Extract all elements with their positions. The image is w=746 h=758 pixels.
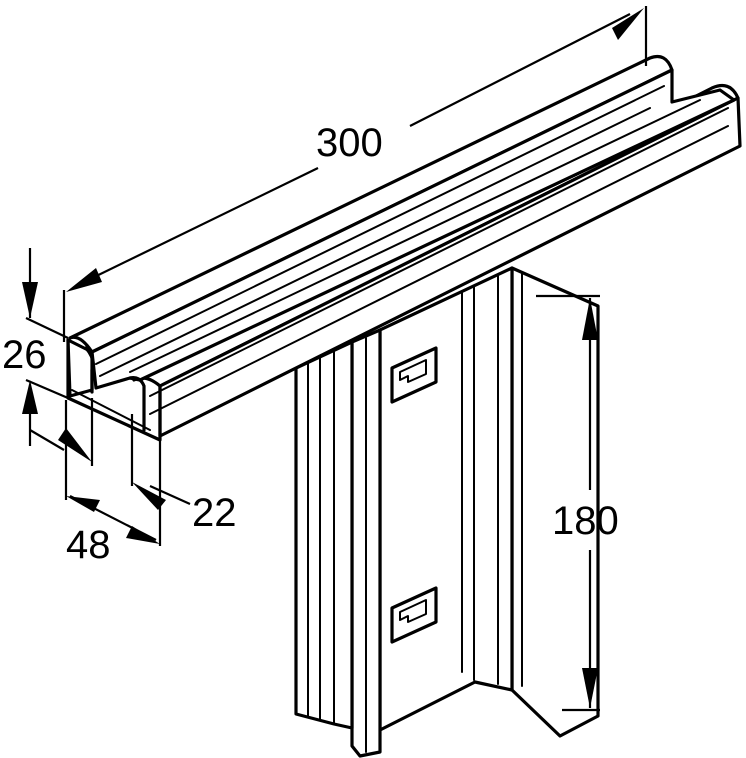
vertical-post [294,266,600,758]
upper-slot-icon [390,346,438,404]
dimension-length: 300 [62,6,648,342]
dimension-post-height-label: 180 [552,499,619,543]
dimension-slot-label: 22 [192,491,237,535]
dimension-width-label: 48 [66,523,111,567]
dimension-height: 26 [2,248,69,446]
dimension-slot: 22 [29,398,237,535]
rail-profile [66,54,742,442]
dimension-length-label: 300 [316,121,383,165]
dimension-post-height: 180 [536,294,619,712]
lower-slot-icon [390,586,438,644]
dimension-height-label: 26 [2,333,47,377]
dimension-width: 48 [64,400,162,567]
